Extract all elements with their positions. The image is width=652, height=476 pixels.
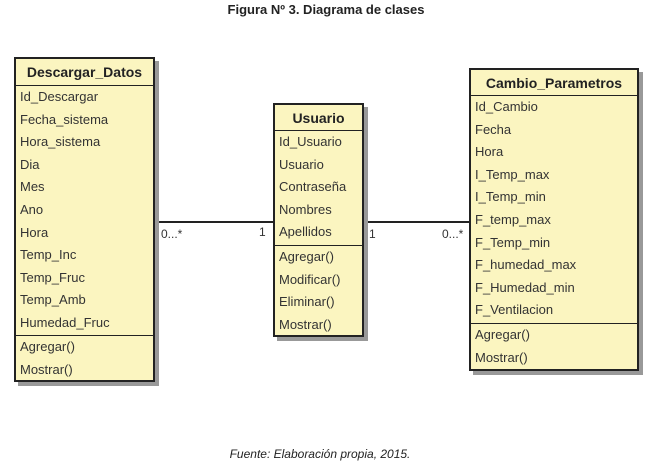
multiplicity-label: 1 bbox=[259, 225, 266, 239]
class-method: Mostrar() bbox=[279, 316, 332, 332]
class-attribute: Id_Cambio bbox=[475, 99, 538, 114]
class-attribute: Hora bbox=[475, 144, 504, 160]
methods-section: Agregar() Mostrar() bbox=[471, 324, 637, 369]
class-attribute: Id_Descargar bbox=[20, 89, 99, 104]
figure-caption: Figura Nº 3. Diagrama de clases bbox=[227, 2, 425, 17]
class-attribute: F_temp_max bbox=[475, 211, 551, 227]
class-attribute: F_Ventilacion bbox=[475, 302, 554, 318]
class-attribute: Hora bbox=[20, 224, 49, 240]
class-attribute: Contraseña bbox=[279, 179, 347, 195]
class-name: Cambio_Parametros bbox=[471, 70, 637, 96]
multiplicity-label: 0...* bbox=[161, 227, 183, 241]
class-method: Agregar() bbox=[475, 327, 530, 342]
class-method: Agregar() bbox=[279, 249, 334, 264]
class-attribute: Usuario bbox=[279, 156, 324, 172]
multiplicity-label: 1 bbox=[369, 227, 376, 241]
class-attribute: Fecha_sistema bbox=[20, 111, 109, 127]
class-method: Mostrar() bbox=[20, 361, 73, 377]
association-line-usuario-cambio bbox=[363, 221, 470, 223]
methods-section: Agregar() Modificar() Eliminar() Mostrar() bbox=[275, 246, 362, 336]
class-method: Modificar() bbox=[279, 271, 341, 287]
class-attribute: Fecha bbox=[475, 121, 512, 137]
class-attribute: I_Temp_max bbox=[475, 166, 550, 182]
class-attribute: Dia bbox=[20, 156, 40, 172]
methods-section: Agregar() Mostrar() bbox=[16, 336, 153, 381]
class-attribute: Hora_sistema bbox=[20, 134, 101, 150]
class-name: Descargar_Datos bbox=[16, 59, 153, 86]
class-attribute: I_Temp_min bbox=[475, 189, 546, 205]
class-attribute: F_Temp_min bbox=[475, 234, 551, 250]
multiplicity-label: 0...* bbox=[442, 227, 464, 241]
class-attribute: Nombres bbox=[279, 201, 332, 217]
class-attribute: Temp_Amb bbox=[20, 292, 86, 308]
class-method: Mostrar() bbox=[475, 349, 528, 365]
figure-source: Fuente: Elaboración propia, 2015. bbox=[229, 447, 411, 461]
class-attribute: Mes bbox=[20, 179, 45, 195]
class-attribute: Temp_Inc bbox=[20, 247, 77, 263]
class-name: Usuario bbox=[275, 105, 362, 131]
class-attribute: Temp_Fruc bbox=[20, 269, 86, 285]
class-attribute: Ano bbox=[20, 201, 44, 217]
association-line-descargar-usuario bbox=[154, 221, 274, 223]
class-attribute: Apellidos bbox=[279, 224, 332, 240]
class-attribute: F_Humedad_min bbox=[475, 279, 575, 295]
class-attribute: Humedad_Fruc bbox=[20, 314, 110, 330]
class-attribute: F_humedad_max bbox=[475, 257, 577, 273]
class-method: Eliminar() bbox=[279, 294, 335, 310]
class-attribute: Id_Usuario bbox=[279, 134, 342, 149]
class-method: Agregar() bbox=[20, 339, 75, 354]
